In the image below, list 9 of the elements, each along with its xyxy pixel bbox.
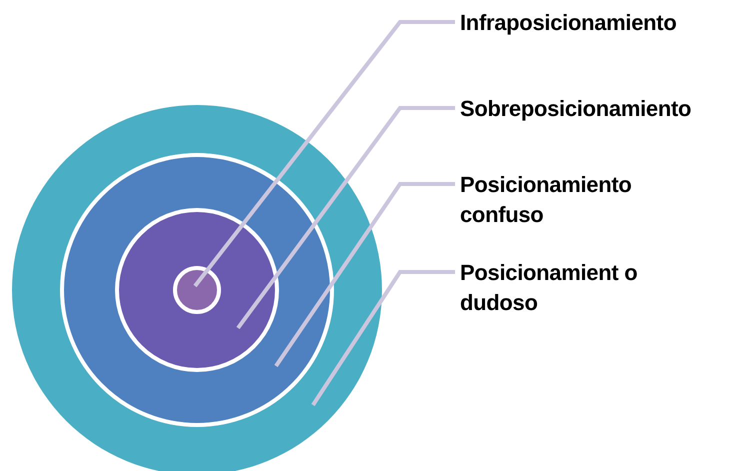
leader-line	[236, 106, 455, 330]
leader-line	[274, 182, 455, 368]
leader-line	[193, 20, 455, 288]
leader-line	[311, 270, 455, 406]
center-circle	[173, 266, 221, 314]
ring-label: Sobreposicionamiento	[460, 94, 740, 124]
ring-label: Posicionamiento confuso	[460, 170, 690, 232]
ring-label: Posicionamient o dudoso	[460, 258, 638, 320]
ring-label: Infraposicionamiento	[460, 8, 740, 38]
